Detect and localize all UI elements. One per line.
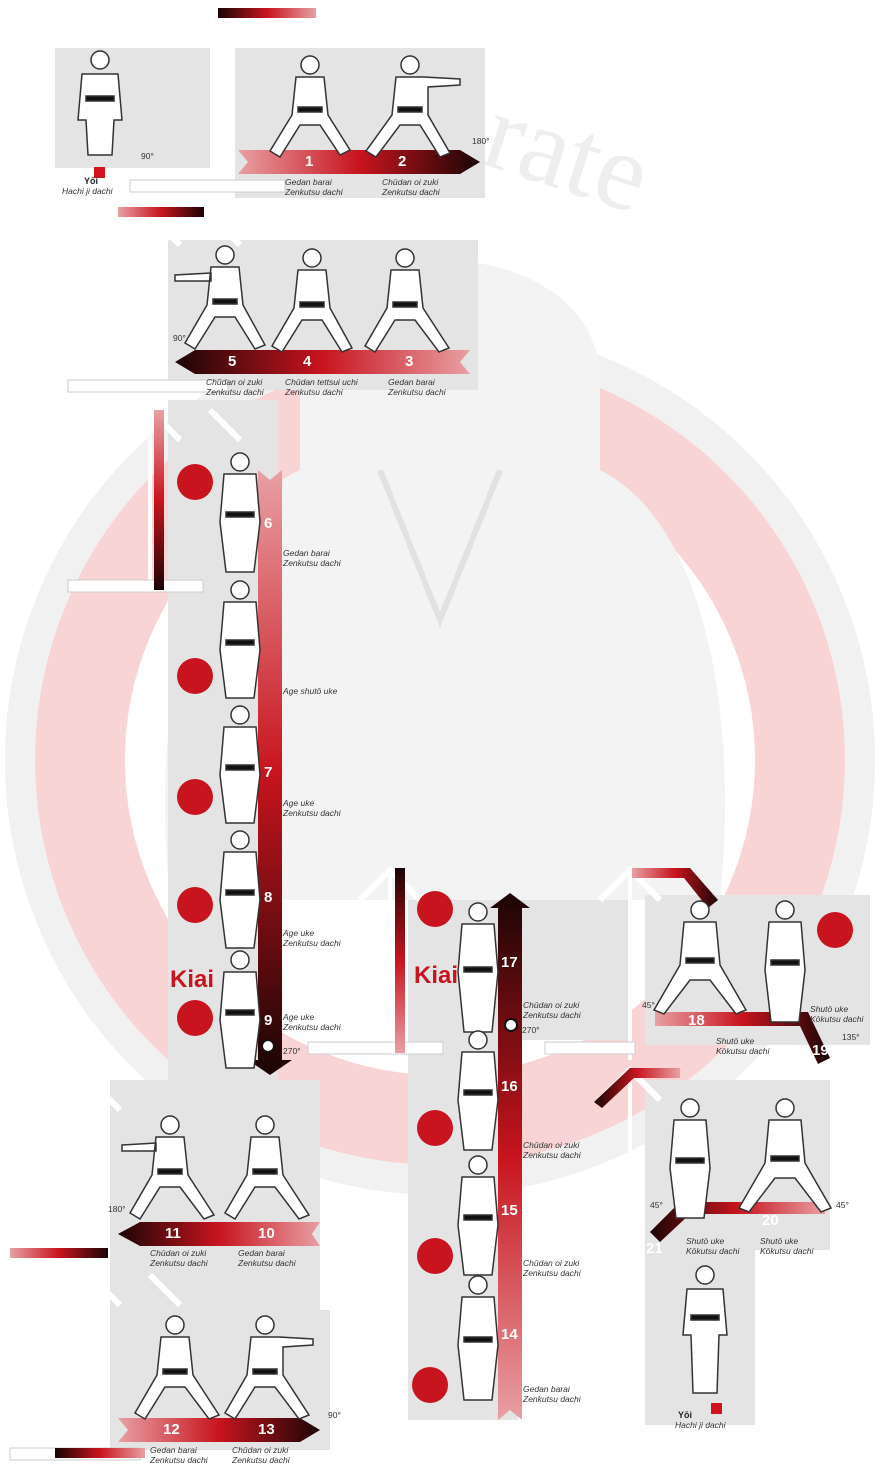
degree-label: 90° [141, 151, 154, 161]
end-stance: Hachi ji dachi [675, 1420, 726, 1430]
move-label-10: Gedan barai Zenkutsu dachi [238, 1248, 296, 1268]
move-number-14: 14 [501, 1326, 518, 1343]
move-label-5: Chūdan oi zuki Zenkutsu dachi [206, 377, 264, 397]
degree-label: 180° [108, 1204, 126, 1214]
move-number-7: 7 [264, 764, 272, 781]
degree-label: 90° [173, 333, 186, 343]
move-number-13: 13 [258, 1421, 275, 1438]
move-number-9: 9 [264, 1012, 272, 1029]
arrow-12-13 [118, 1418, 320, 1442]
kiai-label-1: Kiai [170, 966, 214, 994]
start-yoi: Yōi [84, 176, 98, 186]
move-label-4: Chūdan tettsui uchi Zenkutsu dachi [285, 377, 358, 397]
end-marker [711, 1403, 722, 1414]
bar-top-2 [118, 207, 204, 217]
move-number-17: 17 [501, 954, 518, 971]
end-yoi: Yōi [678, 1410, 692, 1420]
bar-vert-2 [395, 868, 405, 1053]
move-number-6: 6 [264, 515, 272, 532]
move-label-13: Chūdan oi zuki Zenkutsu dachi [232, 1445, 290, 1465]
arrow-3-5 [175, 350, 470, 374]
move-number-8: 8 [264, 889, 272, 906]
move-label-11: Chūdan oi zuki Zenkutsu dachi [150, 1248, 208, 1268]
bar-top-1 [218, 8, 316, 18]
degree-label: 45° [642, 1000, 655, 1010]
move-label-19: Shutō uke Kōkutsu dachi [810, 1004, 863, 1024]
move-label-2: Chūdan oi zuki Zenkutsu dachi [382, 177, 440, 197]
move-label-3: Gedan barai Zenkutsu dachi [388, 377, 446, 397]
degree-label: 270° [522, 1025, 540, 1035]
move-label-18: Shutō uke Kōkutsu dachi [716, 1036, 769, 1056]
move-number-3: 3 [405, 353, 413, 370]
move-number-2: 2 [398, 153, 406, 170]
move-label-6b: Age shutō uke [283, 686, 337, 696]
kiai-label-2: Kiai [414, 962, 458, 990]
move-number-11: 11 [165, 1225, 181, 1242]
move-label-6: Gedan barai Zenkutsu dachi [283, 548, 341, 568]
bar-diag-2 [594, 1068, 680, 1108]
move-number-21: 21 [646, 1240, 663, 1257]
move-label-9: Age uke Zenkutsu dachi [283, 1012, 341, 1032]
move-label-14: Gedan barai Zenkutsu dachi [523, 1384, 581, 1404]
move-label-1: Gedan barai Zenkutsu dachi [285, 177, 343, 197]
move-number-18: 18 [688, 1012, 705, 1029]
bar-left-1 [10, 1248, 108, 1258]
degree-label: 135° [842, 1032, 860, 1042]
move-label-8: Age uke Zenkutsu dachi [283, 928, 341, 948]
degree-label: 270° [283, 1046, 301, 1056]
degree-label: 180° [472, 136, 490, 146]
move-label-12: Gedan barai Zenkutsu dachi [150, 1445, 208, 1465]
arrow-10-11 [118, 1222, 320, 1246]
move-number-12: 12 [163, 1421, 180, 1438]
move-label-15: Chūdan oi zuki Zenkutsu dachi [523, 1258, 581, 1278]
move-number-16: 16 [501, 1078, 518, 1095]
direction-marker [60, 12, 660, 1305]
degree-label: 45° [836, 1200, 849, 1210]
start-stance: Hachi ji dachi [62, 186, 113, 196]
move-number-15: 15 [501, 1202, 518, 1219]
move-label-21: Shutō uke Kōkutsu dachi [686, 1236, 739, 1256]
bar-vert-1 [154, 410, 164, 590]
move-number-20: 20 [762, 1212, 779, 1229]
move-number-19: 19 [812, 1042, 829, 1059]
degree-label: 45° [650, 1200, 663, 1210]
move-label-20: Shutō uke Kōkutsu dachi [760, 1236, 813, 1256]
bar-bottom-1 [55, 1448, 145, 1458]
move-label-17: Chūdan oi zuki Zenkutsu dachi [523, 1000, 581, 1020]
move-number-5: 5 [228, 353, 236, 370]
move-label-7: Age uke Zenkutsu dachi [283, 798, 341, 818]
move-number-10: 10 [258, 1225, 275, 1242]
degree-label: 90° [328, 1410, 341, 1420]
move-number-1: 1 [305, 153, 313, 170]
move-label-16: Chūdan oi zuki Zenkutsu dachi [523, 1140, 581, 1160]
move-number-4: 4 [303, 353, 311, 370]
